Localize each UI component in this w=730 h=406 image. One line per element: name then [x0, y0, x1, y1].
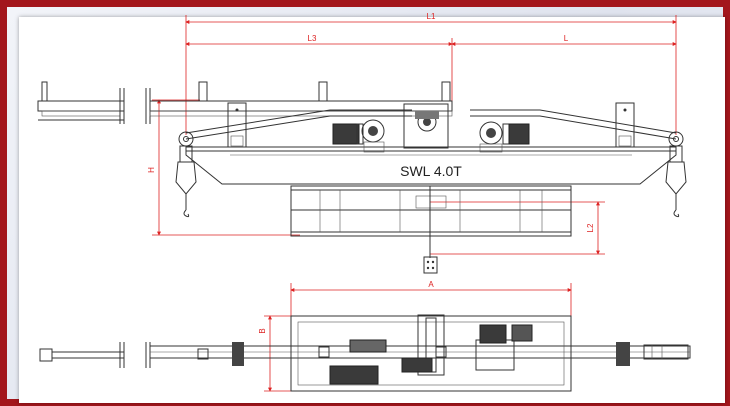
bracket-right — [615, 102, 635, 148]
dimension-a-label: A — [428, 280, 434, 289]
top-view-trolley — [329, 314, 533, 385]
runway-beam-left-stub — [37, 81, 125, 124]
dimension-b: B — [258, 315, 295, 392]
top-view-left-stub — [39, 342, 125, 368]
dimension-a: A — [290, 280, 572, 318]
dimension-l2-label: L2 — [586, 223, 595, 232]
control-pendant — [423, 256, 438, 274]
dimension-l3: L3 — [185, 34, 453, 110]
top-view-wheels — [232, 342, 689, 366]
main-girder: SWL 4.0T — [185, 146, 677, 185]
top-view-spreader — [290, 315, 572, 392]
dimension-h: H — [147, 99, 300, 236]
dimension-b-label: B — [258, 328, 267, 333]
top-view — [39, 314, 691, 392]
dimension-l-label: L — [564, 34, 569, 43]
front-view: SWL 4.0T — [37, 81, 687, 274]
dimension-l1: L1 — [185, 12, 677, 135]
dimension-l: L — [451, 34, 677, 46]
end-carriage-left — [175, 131, 197, 218]
dimension-h-label: H — [147, 167, 156, 173]
bracket-left — [227, 102, 247, 148]
runway-beam — [145, 81, 453, 124]
end-carriage-right — [665, 131, 687, 218]
dimension-l2: L2 — [430, 201, 605, 255]
drive-motor-right — [479, 121, 530, 153]
dimension-l1-label: L1 — [427, 12, 436, 21]
drive-motor-center — [403, 103, 449, 149]
drive-motor-left — [332, 119, 385, 153]
swl-label: SWL 4.0T — [400, 163, 462, 179]
spreader-frame — [290, 185, 572, 258]
dimension-l3-label: L3 — [308, 34, 317, 43]
